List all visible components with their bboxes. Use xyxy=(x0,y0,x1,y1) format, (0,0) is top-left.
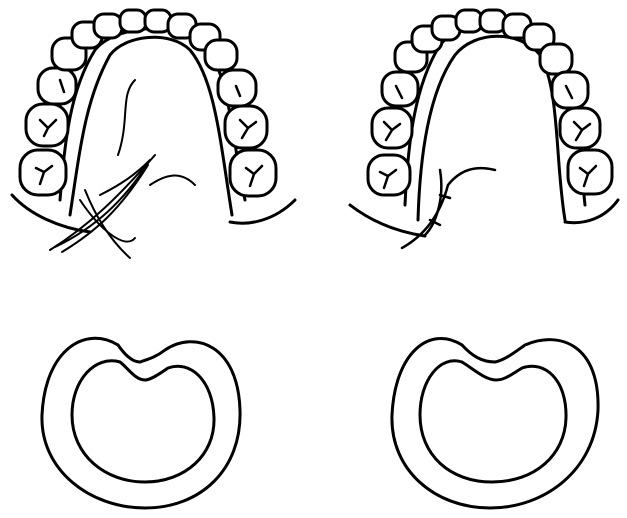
cross-section-outer-notch xyxy=(118,345,140,362)
outer-gum-line-right xyxy=(565,200,618,223)
cross-section-outer-notch xyxy=(462,345,495,362)
arch-before-panel xyxy=(12,10,295,258)
cross-section-inner xyxy=(72,361,214,482)
arch-after-panel xyxy=(350,10,618,248)
cross-section-left-panel xyxy=(42,338,240,508)
outer-gum-line-right xyxy=(230,200,295,223)
outer-gum-line xyxy=(12,195,90,232)
cross-section-right-panel xyxy=(392,339,598,508)
outer-gum-line xyxy=(350,205,425,236)
cross-section-inner xyxy=(420,361,566,482)
suture-line xyxy=(402,168,495,248)
